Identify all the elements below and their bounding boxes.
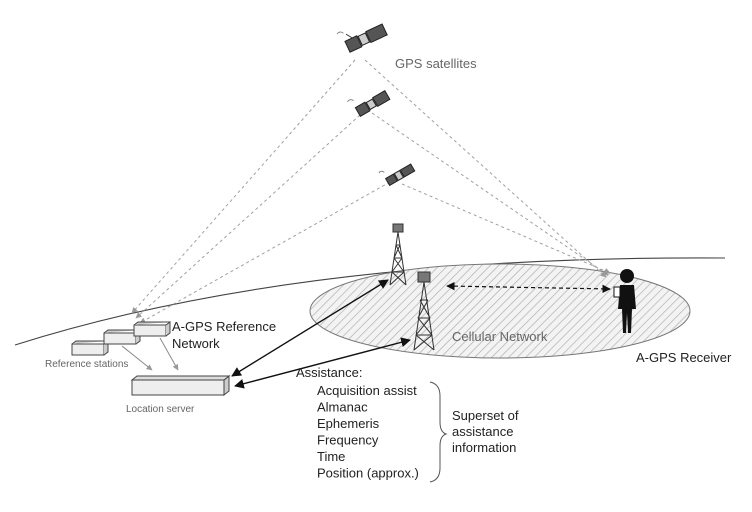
reference-stations-label: Reference stations <box>45 359 128 370</box>
reference-network-label-line1: A-GPS Reference <box>172 319 276 334</box>
reference-station-icon <box>133 321 171 337</box>
cell-tower-icon <box>413 271 435 351</box>
earth-horizon <box>14 257 726 346</box>
assistance-item: Ephemeris <box>317 416 380 431</box>
assistance-item: Time <box>317 449 345 464</box>
assistance-heading: Assistance: <box>296 365 362 380</box>
signal-line <box>131 59 356 314</box>
signal-line <box>364 59 607 278</box>
server-tower-link <box>234 337 411 389</box>
tower-receiver-link <box>446 281 611 294</box>
reference-network-label-line2: Network <box>172 336 220 351</box>
location-server-icon <box>130 374 231 397</box>
assistance-list: Acquisition assistAlmanacEphemerisFreque… <box>317 383 419 481</box>
person-icon <box>613 269 636 333</box>
assistance-item: Frequency <box>317 433 379 448</box>
superset-line: Superset of <box>452 408 519 423</box>
signal-line <box>135 114 361 319</box>
agps-receiver-label: A-GPS Receiver <box>636 350 732 365</box>
cell-tower-icon <box>389 223 407 286</box>
assistance-item: Acquisition assist <box>317 383 417 398</box>
superset-line: information <box>452 440 516 455</box>
gps-satellites-label: GPS satellites <box>395 56 477 71</box>
satellite-icon <box>336 23 388 53</box>
reference-stations <box>71 321 171 356</box>
brace <box>429 381 448 483</box>
superset-line: assistance <box>452 424 513 439</box>
satellite-icon <box>346 89 391 118</box>
signal-line <box>401 183 611 274</box>
signal-line <box>371 112 609 276</box>
station-server-arrows <box>121 337 179 371</box>
satellite-signals <box>131 59 611 324</box>
assistance-item: Position (approx.) <box>317 466 419 481</box>
cellular-network-label: Cellular Network <box>452 329 548 344</box>
satellite-icon <box>378 163 416 187</box>
reference-station-icon <box>71 340 109 356</box>
assistance-item: Almanac <box>317 400 368 415</box>
location-server-label: Location server <box>126 404 195 415</box>
